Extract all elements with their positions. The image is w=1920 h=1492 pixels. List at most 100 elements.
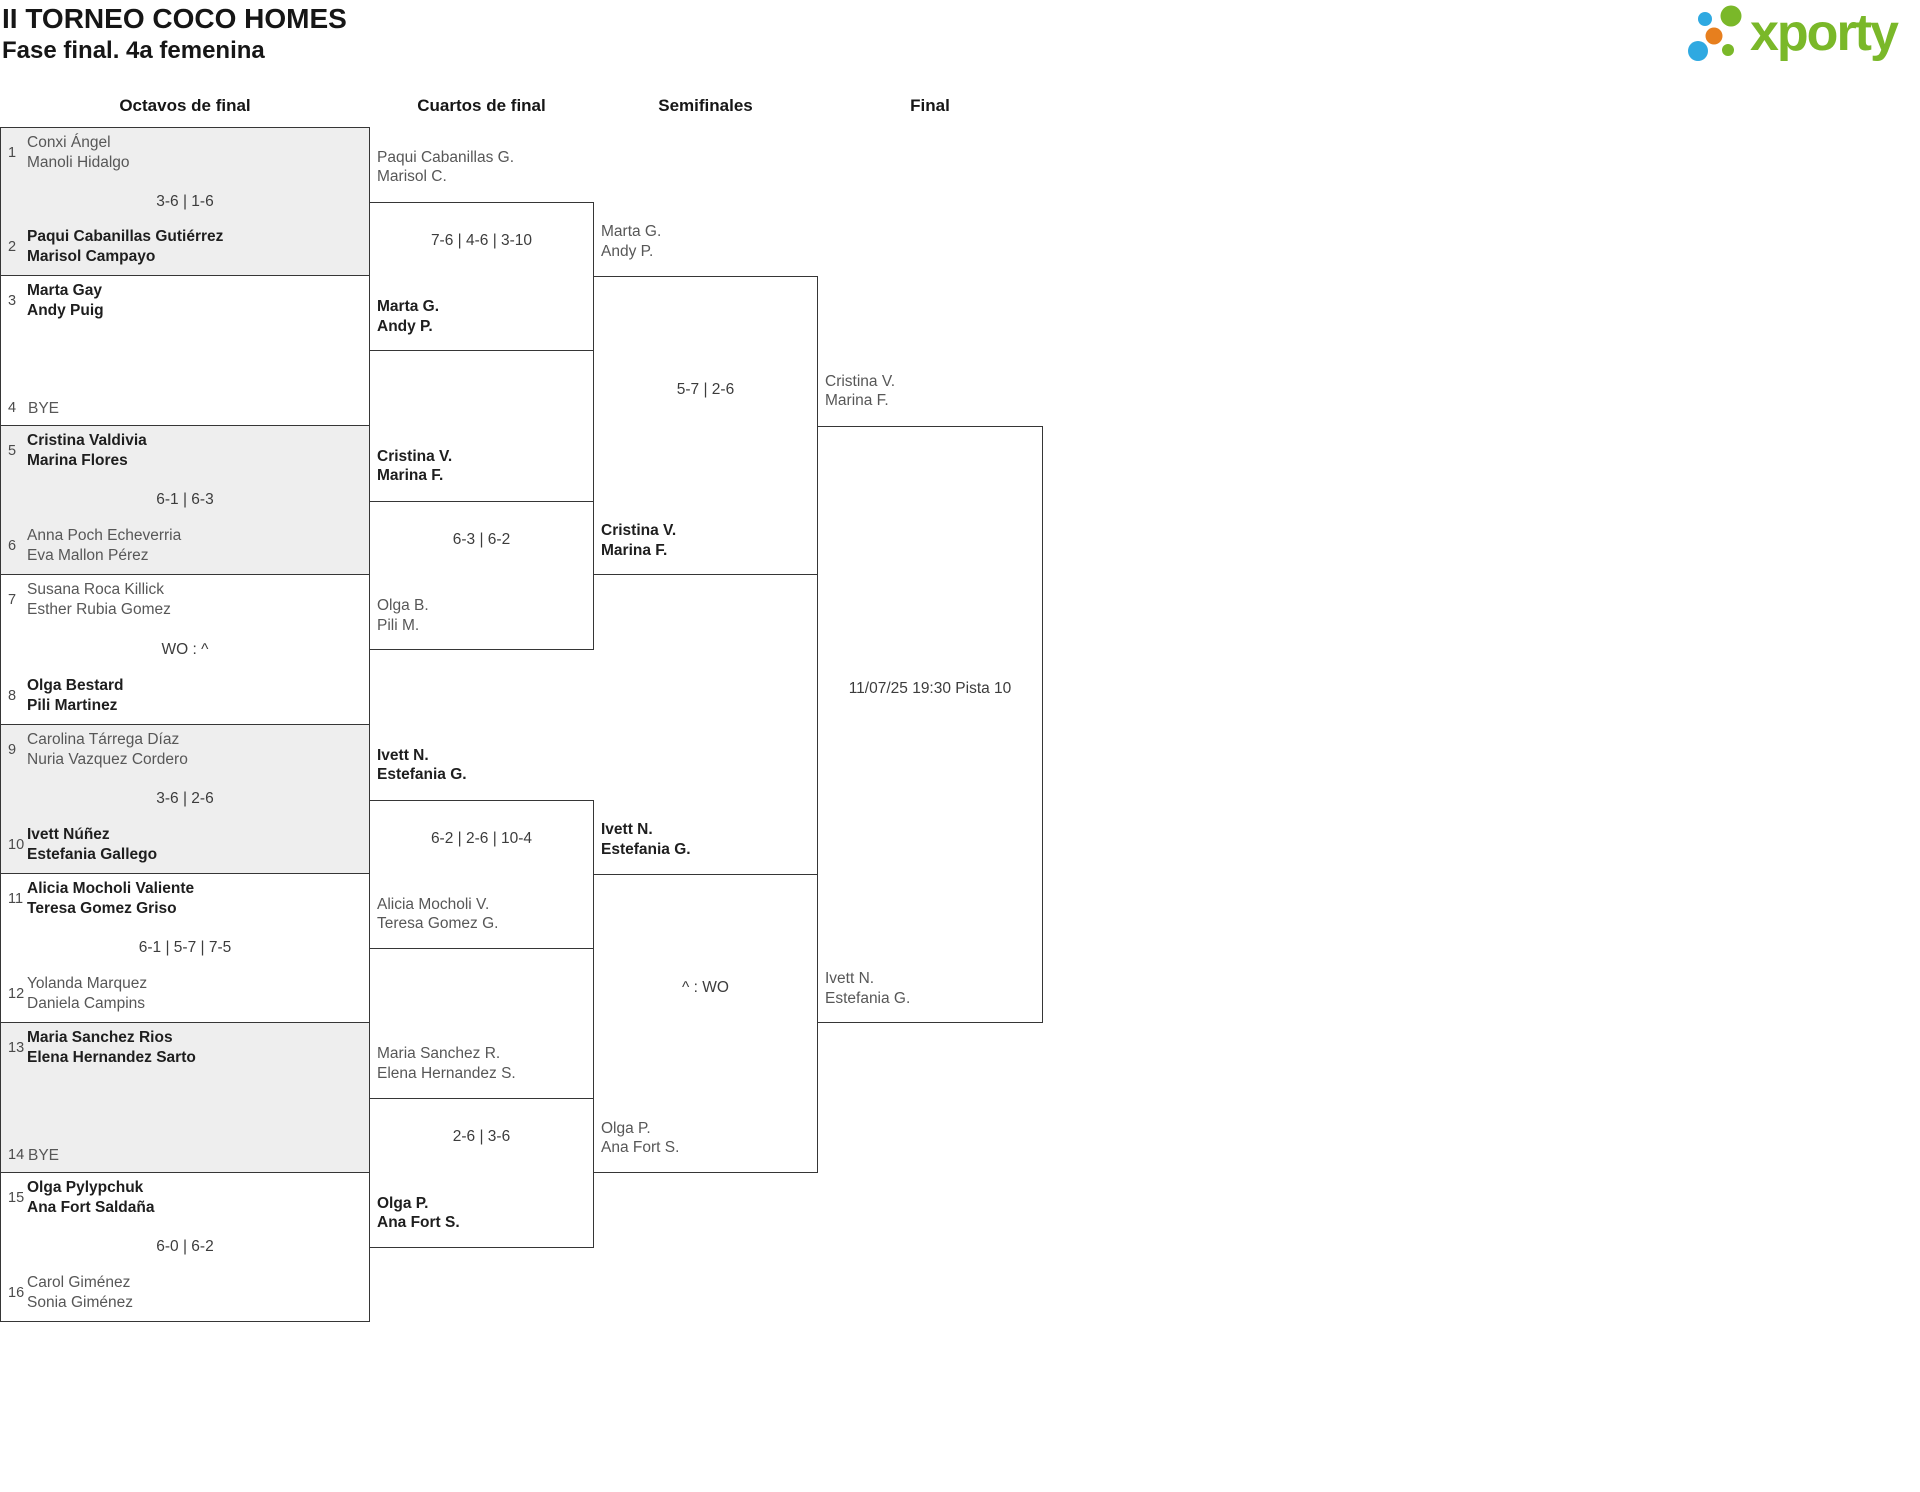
team-name-line: Anna Poch Echeverria bbox=[27, 527, 182, 544]
sf-advancing-team: Olga P.Ana Fort S. bbox=[601, 1119, 679, 1158]
logo-dot-green-small bbox=[1722, 44, 1734, 56]
bye-label: BYE bbox=[28, 1146, 60, 1164]
sf-match-score: 5-7 | 2-6 bbox=[676, 381, 735, 399]
qf-advancing-team: Ivett N. Estefania G. bbox=[377, 746, 467, 785]
team-name-line: Ana Fort Saldaña bbox=[27, 1198, 155, 1216]
qf-match-score: 6-2 | 2-6 | 10-4 bbox=[430, 829, 533, 847]
seed-number: 11 bbox=[8, 890, 24, 907]
team-name-line: Carol Giménez bbox=[27, 1274, 131, 1291]
logo-dot-green-large bbox=[1720, 5, 1742, 27]
logo-dot-blue-large bbox=[1688, 41, 1708, 61]
team-name-line: Cristina Valdivia bbox=[27, 432, 147, 449]
team-name-line: Alicia Mocholi Valiente bbox=[27, 880, 195, 897]
match-score: 6-0 | 6-2 bbox=[156, 1238, 214, 1255]
team-name-line: Yolanda Marquez bbox=[27, 975, 148, 992]
team-name-line: Olga Pylypchuk bbox=[27, 1179, 144, 1196]
qf-advancing-team: Maria Sanchez R. Elena Hernandez S. bbox=[377, 1044, 516, 1083]
match-score: 3-6 | 1-6 bbox=[156, 192, 214, 210]
seed-number: 10 bbox=[8, 836, 25, 853]
final-schedule: 11/07/25 19:30 Pista 10 bbox=[848, 680, 1012, 698]
team-name-line: Marina F. bbox=[825, 392, 889, 410]
seed-number: 13 bbox=[8, 1039, 25, 1056]
team-name-line: Estefania G. bbox=[377, 766, 467, 783]
seed-number: 2 bbox=[8, 238, 17, 255]
seed-number: 3 bbox=[8, 292, 17, 309]
qf-advancing-team: Marta G.Andy P. bbox=[377, 297, 439, 336]
team-name-line: Maria Sanchez R. bbox=[377, 1045, 501, 1062]
team-name-line: Estefania G. bbox=[825, 989, 911, 1007]
sf-advancing-team: Marta G.Andy P. bbox=[601, 222, 661, 261]
team-name-line: Marta G. bbox=[377, 298, 440, 315]
match-score: 6-1 | 5-7 | 7-5 bbox=[138, 939, 232, 956]
qf-match-box[interactable] bbox=[369, 500, 594, 650]
xporty-logo[interactable]: xporty bbox=[1672, 2, 1920, 76]
match-score: 3-6 | 2-6 bbox=[156, 790, 214, 807]
team-name-line: Ivett N. bbox=[377, 746, 429, 764]
team-name-line: Sonia Giménez bbox=[27, 1293, 133, 1311]
qf-advancing-team: Olga B.Pili M. bbox=[377, 596, 429, 635]
seed-number: 1 bbox=[8, 144, 17, 161]
team-name-line: Teresa Gomez G. bbox=[377, 915, 499, 932]
team-name-line: Ivett N. bbox=[601, 821, 653, 838]
final-advancing-team: Cristina V. Marina F. bbox=[825, 372, 895, 411]
team-name-line: Teresa Gomez Griso bbox=[27, 899, 177, 917]
qf-match-score: 7-6 | 4-6 | 3-10 bbox=[430, 231, 533, 249]
seed-number: 9 bbox=[8, 741, 17, 758]
team-name-line: Andy Puig bbox=[27, 301, 104, 319]
seed-number: 5 bbox=[8, 442, 17, 459]
qf-match-score: 2-6 | 3-6 bbox=[452, 1128, 511, 1146]
match-score: 6-1 | 6-3 bbox=[156, 491, 214, 508]
qf-advancing-team: Paqui Cabanillas G. Marisol C. bbox=[377, 148, 514, 187]
seed-number: 15 bbox=[8, 1189, 25, 1206]
team-name-line: Cristina V. bbox=[377, 447, 453, 465]
team-name-line: Marisol C. bbox=[377, 168, 447, 185]
qf-advancing-team: Cristina V.Marina F. bbox=[377, 447, 452, 486]
seed-number: 6 bbox=[8, 537, 17, 554]
round-header-cuartos: Cuartos de final bbox=[417, 96, 546, 115]
team-name-line: Maria Sanchez Rios bbox=[27, 1029, 173, 1046]
final-match-box[interactable] bbox=[817, 425, 1043, 1024]
seed-number: 8 bbox=[8, 687, 17, 704]
sf-match-box[interactable] bbox=[593, 874, 818, 1173]
team-name-line: Manoli Hidalgo bbox=[27, 153, 130, 171]
round-header-final: Final bbox=[910, 96, 950, 115]
seed-number: 12 bbox=[8, 985, 25, 1002]
team-name-line: Andy P. bbox=[601, 242, 654, 260]
team-name-line: Olga P. bbox=[377, 1194, 429, 1212]
qf-match-box[interactable] bbox=[369, 1098, 594, 1248]
team-name-line: Ana Fort S. bbox=[377, 1214, 460, 1231]
team-name-line: Paqui Cabanillas G. bbox=[377, 148, 514, 166]
team-name-line: Olga B. bbox=[377, 597, 429, 614]
team-name-line: Ivett N. bbox=[825, 970, 875, 988]
team-name-line: Cristina V. bbox=[601, 522, 677, 540]
sf-advancing-team: Cristina V.Marina F. bbox=[601, 521, 676, 560]
team-name-line: Nuria Vazquez Cordero bbox=[27, 750, 188, 768]
team-name-line: Elena Hernandez S. bbox=[377, 1064, 516, 1082]
team-name-line: Cristina V. bbox=[825, 372, 896, 390]
team-name-line: Pili Martinez bbox=[27, 696, 118, 714]
team-name-line: Conxi Ángel bbox=[27, 134, 111, 151]
team-name-line: Marta G. bbox=[601, 223, 662, 241]
round-header-octavos: Octavos de final bbox=[119, 96, 251, 115]
